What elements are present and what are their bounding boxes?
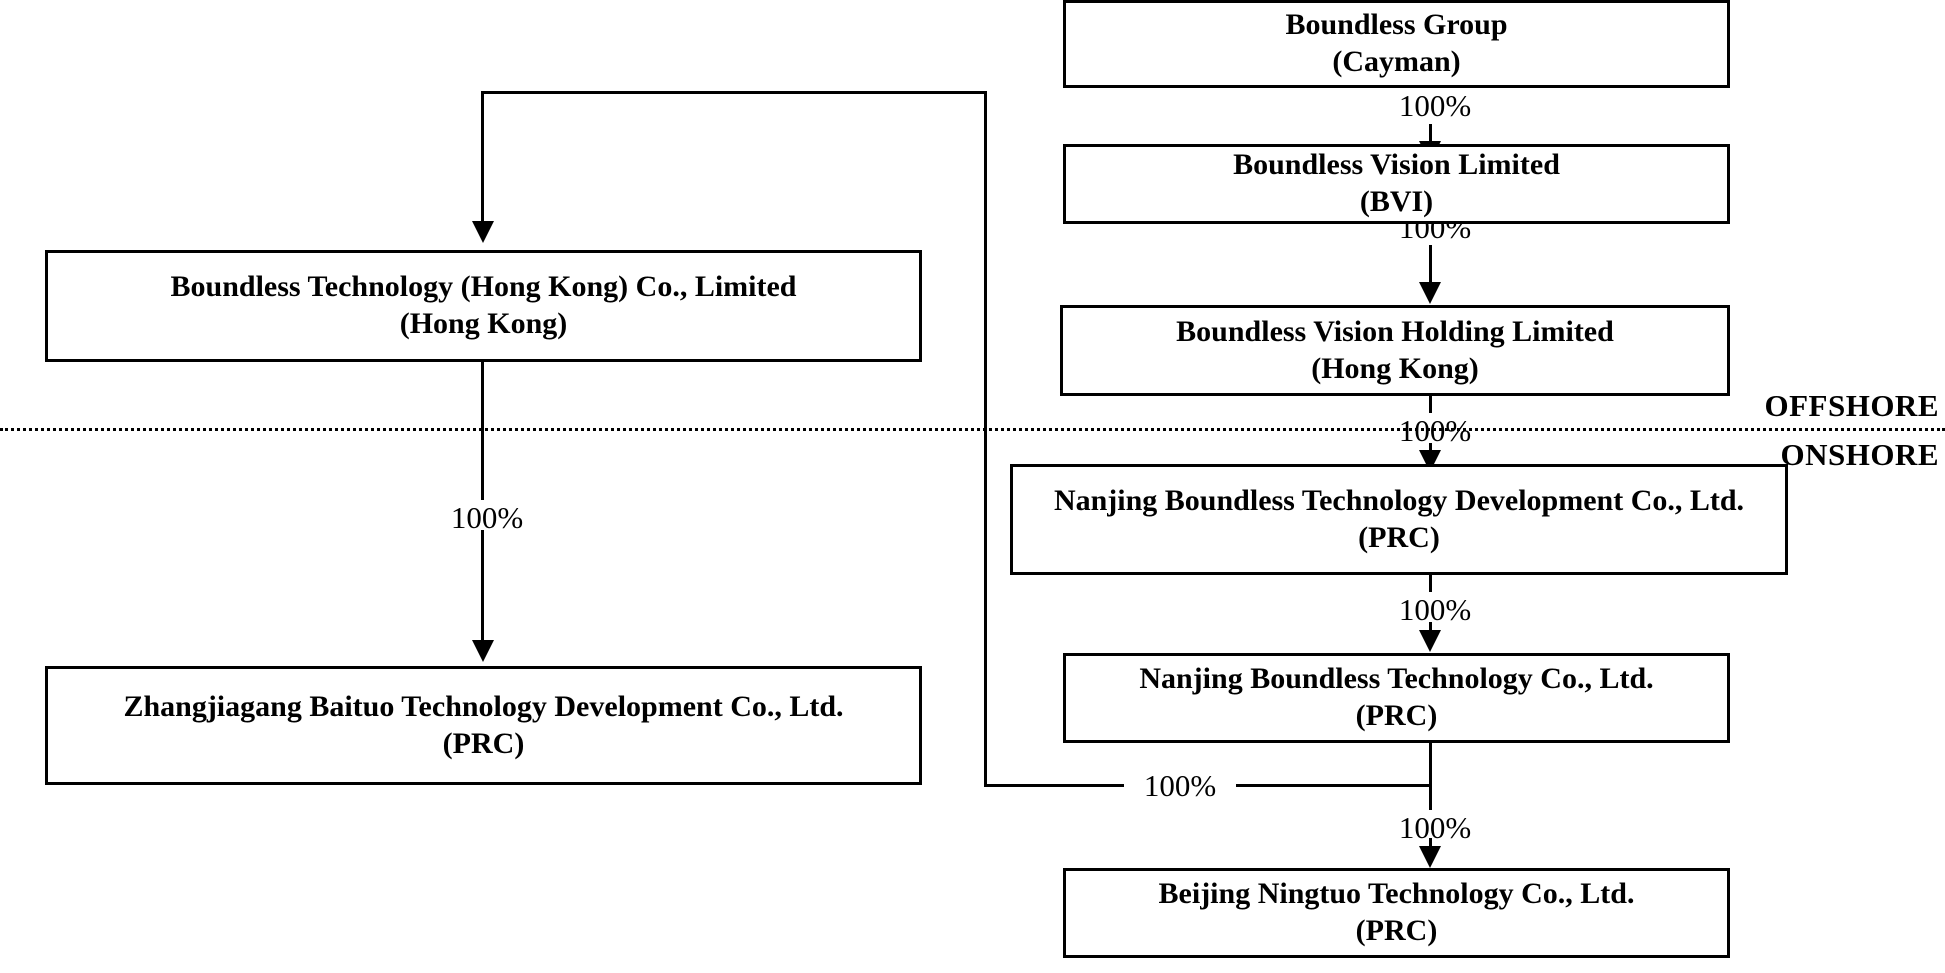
entity-name-nanjing-boundless-technology: Nanjing Boundless Technology Co., Ltd. bbox=[1139, 662, 1654, 696]
entity-jurisdiction-boundless-vision-limited: (BVI) bbox=[1359, 185, 1434, 218]
entity-box-nanjing-boundless-technology[interactable]: Nanjing Boundless Technology Co., Ltd. (… bbox=[1063, 653, 1730, 743]
entity-box-zhangjiagang-baituo[interactable]: Zhangjiagang Baituo Technology Developme… bbox=[45, 666, 922, 785]
entity-jurisdiction-nanjing-boundless-development: (PRC) bbox=[1358, 520, 1440, 554]
pct-nanjing-tech-to-boundless-hk: 100% bbox=[1124, 768, 1236, 803]
connector-bvi-to-hk-holding-lower bbox=[1429, 246, 1432, 284]
entity-box-boundless-technology-hong-kong[interactable]: Boundless Technology (Hong Kong) Co., Li… bbox=[45, 250, 922, 362]
onshore-label: ONSHORE bbox=[1778, 437, 1941, 473]
entity-box-boundless-group[interactable]: Boundless Group (Cayman) bbox=[1063, 0, 1730, 88]
entity-name-boundless-group: Boundless Group bbox=[1285, 8, 1508, 42]
connector-hk-holding-to-nanjing-dev bbox=[1429, 396, 1432, 424]
connector-nanjing-dev-to-nanjing-tech bbox=[1429, 575, 1432, 603]
entity-name-nanjing-boundless-development: Nanjing Boundless Technology Development… bbox=[1053, 483, 1745, 517]
connector-crosslink-drop-to-boundless-hk bbox=[481, 91, 484, 223]
entity-box-boundless-vision-holding-limited[interactable]: Boundless Vision Holding Limited (Hong K… bbox=[1060, 305, 1730, 396]
connector-group-to-bvi-lower bbox=[1429, 124, 1432, 144]
pct-nanjing-tech-to-beijing: 100% bbox=[1379, 810, 1491, 845]
entity-name-boundless-vision-limited: Boundless Vision Limited bbox=[1233, 148, 1560, 182]
pct-nanjing-dev-to-nanjing-tech: 100% bbox=[1379, 592, 1491, 627]
connector-boundless-hk-to-zhangjiagang-lower bbox=[481, 530, 484, 642]
entity-jurisdiction-nanjing-boundless-technology: (PRC) bbox=[1355, 699, 1438, 732]
entity-name-boundless-vision-holding-limited: Boundless Vision Holding Limited bbox=[1176, 314, 1614, 348]
entity-jurisdiction-boundless-vision-holding-limited: (Hong Kong) bbox=[1311, 351, 1479, 385]
pct-group-to-bvi: 100% bbox=[1379, 88, 1491, 123]
entity-box-boundless-vision-limited[interactable]: Boundless Vision Limited (BVI) bbox=[1063, 144, 1730, 224]
connector-crosslink-top-horizontal bbox=[481, 91, 987, 94]
entity-name-boundless-technology-hong-kong: Boundless Technology (Hong Kong) Co., Li… bbox=[170, 270, 797, 304]
entity-name-beijing-ningtuo: Beijing Ningtuo Technology Co., Ltd. bbox=[1158, 877, 1635, 911]
offshore-label: OFFSHORE bbox=[1762, 388, 1941, 424]
entity-jurisdiction-boundless-technology-hong-kong: (Hong Kong) bbox=[399, 307, 568, 340]
connector-nanjing-tech-spine bbox=[1429, 743, 1432, 811]
arrowhead-nanjing-dev-to-nanjing-tech bbox=[1419, 630, 1441, 652]
entity-jurisdiction-zhangjiagang-baituo: (PRC) bbox=[442, 726, 525, 760]
entity-box-nanjing-boundless-development[interactable]: Nanjing Boundless Technology Development… bbox=[1010, 464, 1788, 575]
arrowhead-bvi-to-hk-holding bbox=[1419, 282, 1441, 304]
arrowhead-nanjing-tech-to-beijing bbox=[1419, 846, 1441, 868]
connector-crosslink-vertical-riser bbox=[984, 91, 987, 787]
entity-jurisdiction-boundless-group: (Cayman) bbox=[1332, 45, 1461, 78]
arrowhead-crosslink-to-boundless-hk bbox=[472, 221, 494, 243]
connector-boundless-hk-to-zhangjiagang-upper bbox=[481, 362, 484, 503]
entity-box-beijing-ningtuo[interactable]: Beijing Ningtuo Technology Co., Ltd. (PR… bbox=[1063, 868, 1730, 958]
pct-boundless-hk-to-zhangjiagang: 100% bbox=[431, 500, 543, 535]
entity-name-zhangjiagang-baituo: Zhangjiagang Baituo Technology Developme… bbox=[123, 689, 844, 723]
offshore-onshore-divider bbox=[0, 428, 1945, 431]
entity-jurisdiction-beijing-ningtuo: (PRC) bbox=[1355, 914, 1438, 947]
arrowhead-boundless-hk-to-zhangjiagang bbox=[472, 640, 494, 662]
